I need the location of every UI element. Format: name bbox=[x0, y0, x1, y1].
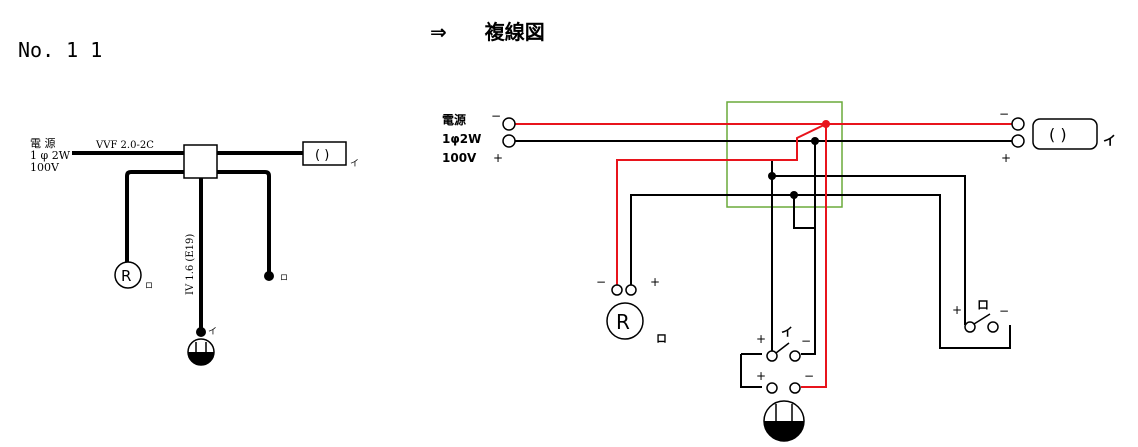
switch-ro-minus: − bbox=[999, 304, 1009, 318]
power-terminal-plus bbox=[502, 134, 516, 148]
sl-switch-ro-icon bbox=[264, 271, 274, 281]
sl-receptacle-line bbox=[125, 170, 184, 262]
receptacle-minus: − bbox=[596, 275, 606, 289]
outlet-plus: + bbox=[1001, 151, 1011, 165]
sl-outlet-box bbox=[302, 141, 347, 166]
sl-receptacle-tag: ロ bbox=[145, 281, 153, 290]
power-minus: − bbox=[491, 109, 501, 123]
switch-ro-plus: + bbox=[952, 303, 962, 317]
sl-power-label-2: 1 φ 2W bbox=[30, 149, 71, 162]
sl-receptacle-symbol: R bbox=[121, 267, 131, 285]
lamp-hot bbox=[801, 124, 827, 388]
neutral-wires bbox=[515, 140, 1012, 388]
switch-ro-terminal-minus bbox=[987, 321, 999, 333]
switch-i-terminal-plus bbox=[766, 350, 778, 362]
sl-outlet-symbol: ( ) bbox=[315, 148, 329, 163]
outlet-symbol: ( ) bbox=[1049, 125, 1067, 144]
lamp-neutral bbox=[793, 195, 815, 229]
single-line-diagram: 電 源 1 φ 2W 100V VVF 2.0-2C ( ) イ R ロ ロ I… bbox=[30, 136, 359, 366]
switch-i-terminal-minus bbox=[789, 350, 801, 362]
sl-iv-label: IV 1.6 (E19) bbox=[185, 234, 196, 295]
sl-power-label-1: 電 源 bbox=[30, 136, 56, 150]
lamp-icon bbox=[763, 400, 805, 442]
receptacle-neutral bbox=[630, 194, 1011, 349]
sl-switch-i-tag: イ bbox=[208, 327, 217, 337]
receptacle-symbol: R bbox=[616, 310, 630, 334]
receptacle-icon bbox=[606, 302, 644, 340]
sl-lamp-icon bbox=[187, 338, 215, 366]
switch-i-plus: + bbox=[756, 332, 766, 346]
sl-switch-ro-tag: ロ bbox=[280, 273, 288, 282]
sl-receptacle-icon bbox=[114, 261, 142, 289]
outlet-terminal-minus bbox=[1011, 117, 1025, 131]
switch-connection-dot bbox=[768, 172, 776, 180]
arrow-icon: ⇒ bbox=[430, 20, 447, 44]
outlet-terminal-plus bbox=[1011, 134, 1025, 148]
power-terminal-minus bbox=[502, 117, 516, 131]
wiring-diagram: 電源 1φ2W 100V − + bbox=[442, 101, 1116, 442]
outlet-minus: − bbox=[999, 107, 1009, 121]
receptacle-tag: ロ bbox=[656, 332, 667, 345]
receptacle-hot bbox=[616, 123, 827, 287]
switch-i-minus: − bbox=[801, 334, 811, 348]
receptacle-terminal-plus bbox=[625, 284, 637, 296]
switch-ro-tag: ロ bbox=[977, 298, 989, 312]
sl-power-label-3: 100V bbox=[30, 161, 60, 174]
neutral-connection-dot bbox=[811, 137, 819, 145]
sl-cable-label: VVF 2.0-2C bbox=[95, 140, 154, 151]
lamp-feed bbox=[740, 354, 762, 388]
lamp-plus: + bbox=[756, 369, 766, 383]
problem-number: No. 1 1 bbox=[18, 38, 103, 62]
hot-wires bbox=[515, 123, 1012, 388]
outlet-tag: イ bbox=[1103, 134, 1116, 149]
power-label-1: 電源 bbox=[442, 112, 466, 127]
receptacle-plus: + bbox=[650, 275, 660, 289]
switch-ro-live bbox=[771, 160, 966, 325]
receptacle-connection-dot bbox=[790, 191, 798, 199]
switch-i-tag: イ bbox=[781, 325, 793, 339]
lamp-minus: − bbox=[804, 369, 814, 383]
lamp-terminal-minus bbox=[789, 382, 801, 394]
sl-switch-i-icon bbox=[196, 327, 206, 337]
lamp-terminal-plus bbox=[766, 382, 778, 394]
diagram-title: ⇒ 複線図 bbox=[430, 16, 545, 45]
receptacle-terminal-minus bbox=[611, 284, 623, 296]
outlet-box bbox=[1032, 118, 1098, 150]
switch-ro-terminal-plus bbox=[964, 321, 976, 333]
title-text: 複線図 bbox=[484, 20, 545, 44]
junction-box bbox=[726, 101, 843, 208]
sl-junction-box bbox=[183, 144, 218, 179]
hot-connection-dot bbox=[822, 120, 830, 128]
sl-outlet-tag: イ bbox=[350, 159, 359, 169]
switch-ro-lever-icon bbox=[973, 313, 991, 325]
power-plus: + bbox=[493, 151, 503, 165]
power-label-3: 100V bbox=[442, 151, 477, 165]
sl-switch-ro-line bbox=[217, 170, 271, 274]
switch-i-lever-icon bbox=[775, 342, 790, 354]
power-label-2: 1φ2W bbox=[442, 132, 481, 146]
switch-i-return bbox=[801, 141, 816, 355]
